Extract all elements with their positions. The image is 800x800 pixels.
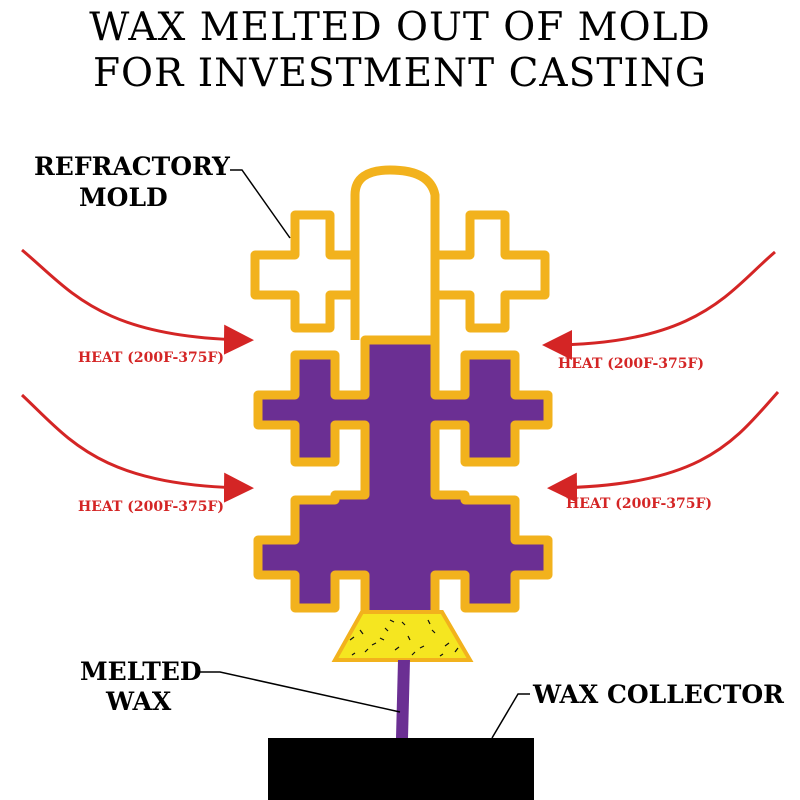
mold-top-dome [350,165,440,340]
melted-wax-leader [200,671,401,713]
title-line-1: WAX MELTED OUT OF MOLD [89,5,711,50]
mold-upper-left-cross [250,210,360,333]
refractory-label-line-1: REFRACTORY [34,152,230,181]
heat-arrow-upper-left [21,248,254,355]
heat-arrow-upper-right [542,250,776,360]
refractory-mold-leader [230,169,291,239]
melted-wax-label-line-2: WAX [106,687,172,716]
funnel-speckles [349,619,459,657]
melted-wax-label-line-1: MELTED [80,657,202,686]
heat-label-lower-left: HEAT (200F-375F) [78,499,225,515]
heat-arrow-lower-left [20,393,254,503]
heat-label-upper-left: HEAT (200F-375F) [78,350,225,366]
title-line-2: FOR INVESTMENT CASTING [92,51,708,96]
mold-wax-section [253,335,553,620]
wax-collector [268,738,534,800]
funnel [331,610,474,662]
refractory-label-line-2: MOLD [79,183,168,212]
heat-label-upper-right: HEAT (200F-375F) [558,356,705,372]
wax-collector-leader [491,693,530,739]
mold-upper-right-cross [430,210,550,333]
wax-collector-label: WAX COLLECTOR [533,680,784,709]
wax-stream [396,660,410,738]
heat-label-lower-right: HEAT (200F-375F) [566,496,713,512]
mold-upper-section [250,165,550,340]
mold-middle-crosses [253,335,553,620]
heat-arrow-lower-right [547,390,780,503]
